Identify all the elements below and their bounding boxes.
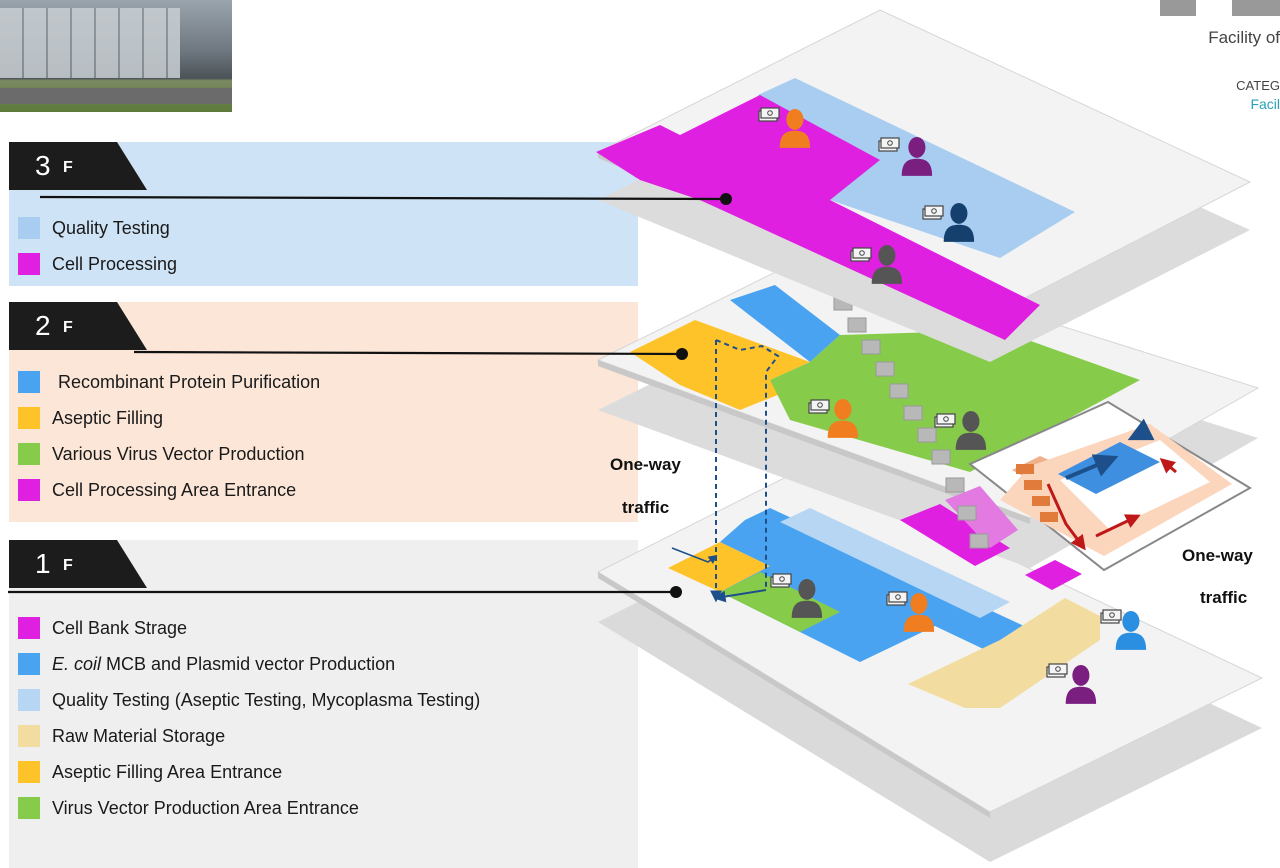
legend-label: Aseptic Filling Area Entrance (52, 761, 283, 782)
floor-1f-legend: Cell Bank Strage E. coil MCB and Plasmid… (18, 610, 480, 826)
floor-3f-panel: 3 F Quality Testing Cell Processing (9, 142, 638, 286)
legend-item: Aseptic Filling (18, 400, 320, 436)
legend-item: Quality Testing (Aseptic Testing, Mycopl… (18, 682, 480, 718)
one-way-label-left-line2: traffic (622, 498, 670, 517)
legend-swatch (18, 617, 40, 639)
floor-1f-panel: 1 F Cell Bank Strage E. coil MCB and Pla… (9, 540, 638, 868)
legend-swatch (18, 443, 40, 465)
legend-swatch (18, 217, 40, 239)
legend-swatch (18, 797, 40, 819)
legend-swatch (18, 761, 40, 783)
one-way-label-right-line1: One-way (1182, 546, 1253, 565)
legend-label: Recombinant Protein Purification (58, 371, 321, 392)
legend-label-rest: MCB and Plasmid vector Production (101, 653, 396, 674)
legend-swatch (18, 653, 40, 675)
floor-3f-legend: Quality Testing Cell Processing (18, 210, 177, 282)
legend-swatch (18, 371, 40, 393)
logo-tagline: Facility of (1208, 28, 1280, 47)
legend-item: Cell Bank Strage (18, 610, 480, 646)
pointer-dot-2f (676, 348, 688, 360)
floor-2f-number: 2 (35, 310, 52, 341)
floor-2f-panel: 2 F Recombinant Protein Purification Ase… (9, 302, 638, 522)
legend-item: Recombinant Protein Purification (18, 364, 320, 400)
legend-swatch (18, 689, 40, 711)
floor-2f-tab: 2 F (9, 302, 147, 350)
legend-item: Virus Vector Production Area Entrance (18, 790, 480, 826)
pointer-dot-3f (720, 193, 732, 205)
legend-swatch (18, 253, 40, 275)
legend-swatch (18, 479, 40, 501)
legend-swatch (18, 725, 40, 747)
legend-label: Cell Processing Area Entrance (52, 479, 297, 500)
legend-item: Aseptic Filling Area Entrance (18, 754, 480, 790)
legend-label: Cell Bank Strage (52, 617, 188, 638)
building-photo (0, 0, 232, 112)
pointer-dot-1f (670, 586, 682, 598)
legend-label: Virus Vector Production Area Entrance (52, 797, 359, 818)
legend-swatch (18, 407, 40, 429)
legend-item: Various Virus Vector Production (18, 436, 320, 472)
one-way-label-left-line1: One-way (610, 455, 681, 474)
legend-label: Various Virus Vector Production (52, 443, 305, 464)
logo: Facility of CATEG Facil (1140, 0, 1280, 120)
floor-1f-suffix: F (63, 557, 73, 574)
legend-label: Raw Material Storage (52, 725, 226, 746)
traffic-path (671, 339, 780, 603)
logo-category: CATEG (1236, 78, 1280, 93)
floor-pointers (8, 195, 727, 594)
logo-category-sub: Facil (1250, 96, 1280, 112)
legend-label: Cell Processing (52, 253, 178, 274)
one-way-label-right-line2: traffic (1200, 588, 1248, 607)
legend-item: Cell Processing Area Entrance (18, 472, 320, 508)
floor-2f-suffix: F (63, 319, 73, 336)
floor-3f-suffix: F (63, 159, 73, 176)
pointer-dots (670, 193, 732, 598)
legend-label: Quality Testing (52, 217, 170, 238)
legend-label-italic: E. coil (52, 653, 102, 674)
legend-item: Quality Testing (18, 210, 177, 246)
legend-item: Cell Processing (18, 246, 177, 282)
legend-label: Aseptic Filling (52, 407, 164, 428)
legend-label: Quality Testing (Aseptic Testing, Mycopl… (52, 689, 481, 710)
floor-3f-number: 3 (35, 150, 52, 181)
floor-1f-number: 1 (35, 548, 52, 579)
inset-detail (968, 400, 1252, 572)
legend-item: E. coil MCB and Plasmid vector Productio… (18, 646, 480, 682)
floor-2f-legend: Recombinant Protein Purification Aseptic… (18, 364, 320, 508)
legend-label: E. coil MCB and Plasmid vector Productio… (52, 654, 395, 675)
legend-item: Raw Material Storage (18, 718, 480, 754)
